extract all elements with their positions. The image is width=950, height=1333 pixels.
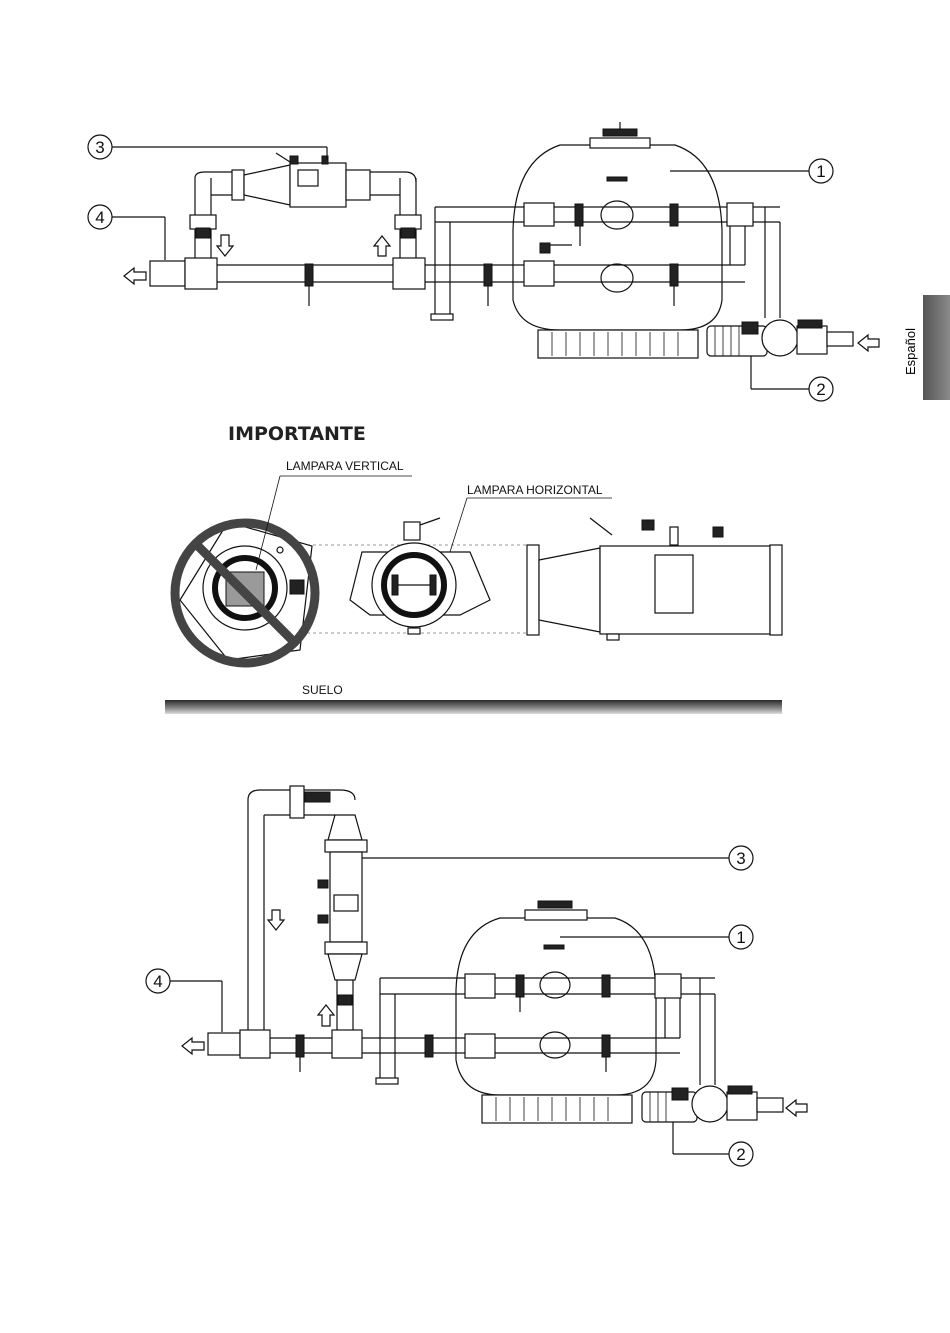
arrow-up-icon [374, 236, 390, 256]
lamp-orientation-diagram: LAMPARA VERTICAL LAMPARA HORIZONTAL SUEL… [165, 459, 782, 714]
arrow-left-icon [858, 335, 879, 351]
callout-3: 3 [362, 846, 753, 870]
pump [642, 1086, 783, 1122]
uv-unit-vertical [208, 786, 367, 1058]
svg-text:1: 1 [736, 928, 745, 947]
important-heading: IMPORTANTE [228, 423, 366, 445]
svg-text:2: 2 [736, 1145, 745, 1164]
language-tab-label: Español [903, 328, 918, 375]
arrow-left-icon [786, 1100, 807, 1116]
sand-filter-tank [456, 901, 656, 1123]
horizontal-installation-diagram: 3 4 1 2 [88, 122, 879, 401]
floor-bar [165, 700, 782, 714]
arrow-down-icon [268, 910, 284, 930]
language-tab[interactable]: Español [903, 295, 950, 400]
svg-text:4: 4 [153, 972, 162, 991]
svg-text:LAMPARA VERTICAL: LAMPARA VERTICAL [286, 459, 404, 473]
svg-text:3: 3 [95, 138, 104, 157]
svg-text:1: 1 [816, 162, 825, 181]
arrow-down-icon [217, 235, 233, 256]
uv-unit-horizontal [232, 153, 370, 207]
horizontal-lamp-end-view [350, 518, 490, 634]
svg-text:3: 3 [736, 849, 745, 868]
callout-4: 4 [146, 969, 222, 1032]
callout-4: 4 [88, 205, 165, 260]
vertical-lamp-wrong [175, 522, 315, 663]
svg-text:LAMPARA HORIZONTAL: LAMPARA HORIZONTAL [467, 483, 603, 497]
svg-text:4: 4 [95, 208, 104, 227]
floor-label: SUELO [302, 683, 343, 697]
pump [707, 320, 853, 356]
svg-text:2: 2 [816, 380, 825, 399]
callout-2: 2 [673, 1122, 753, 1166]
vertical-installation-diagram: 3 1 4 2 [146, 786, 807, 1166]
uv-lamp-side-view [527, 518, 782, 640]
horizontal-lamp-label: LAMPARA HORIZONTAL [450, 483, 612, 552]
callout-2: 2 [751, 356, 833, 401]
sand-filter-tank [513, 122, 722, 358]
arrow-up-icon [318, 1005, 334, 1026]
arrow-left-icon [124, 268, 146, 284]
arrow-left-icon [182, 1038, 204, 1054]
